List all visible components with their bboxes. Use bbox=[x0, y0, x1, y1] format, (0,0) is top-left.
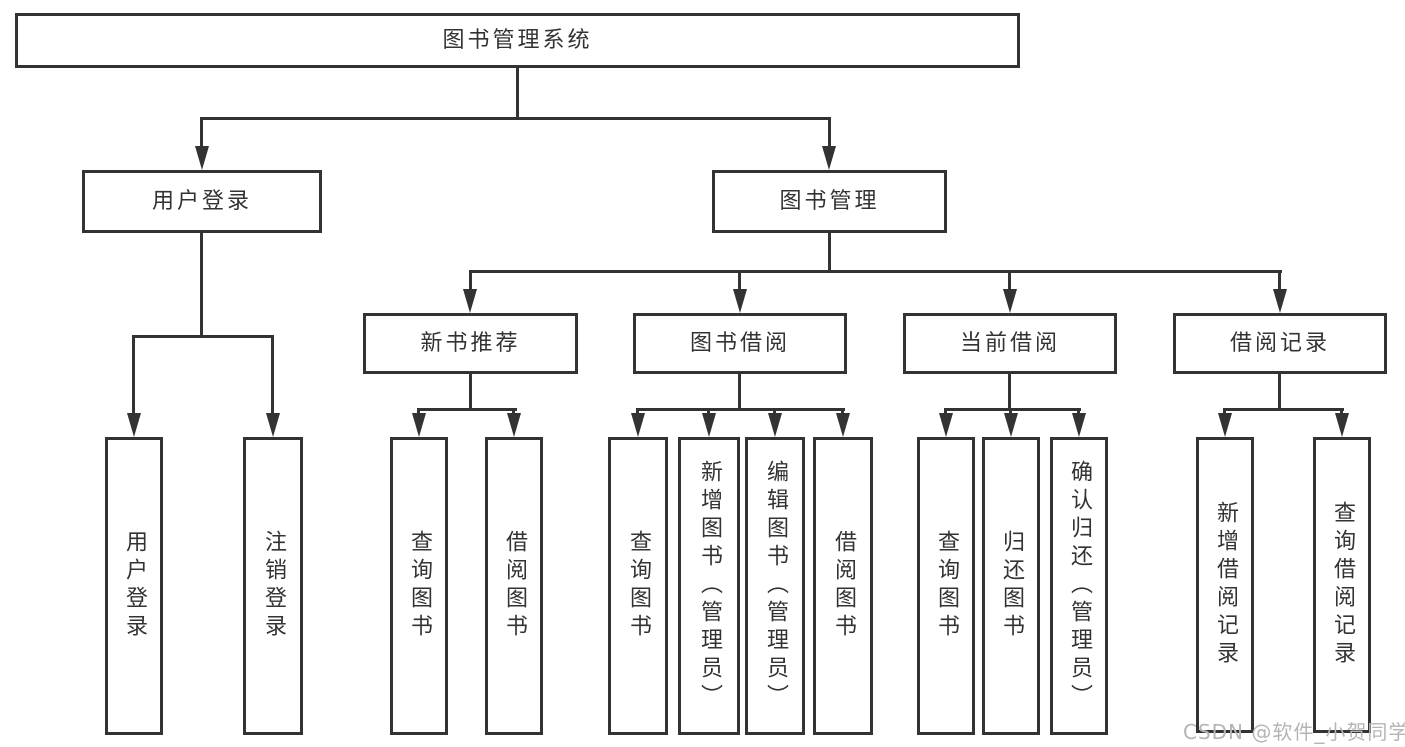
connector-line bbox=[200, 233, 203, 338]
leaf-return-book: 归还图书 bbox=[982, 437, 1040, 735]
connector-line bbox=[512, 408, 515, 417]
connector-line bbox=[1278, 374, 1281, 411]
node-label: 查询图书 bbox=[407, 530, 432, 642]
node-label: 借阅记录 bbox=[1229, 330, 1330, 356]
connector-line bbox=[1340, 408, 1343, 417]
arrowhead-icon bbox=[195, 146, 209, 170]
arrowhead-icon bbox=[702, 413, 716, 437]
arrowhead-icon bbox=[266, 413, 280, 437]
leaf-confirm-return-admin: 确认归还（管理员） bbox=[1050, 437, 1108, 735]
leaf-logout: 注销登录 bbox=[243, 437, 303, 735]
arrowhead-icon bbox=[1004, 413, 1018, 437]
arrowhead-icon bbox=[822, 146, 836, 170]
arrowhead-icon bbox=[733, 289, 747, 313]
connector-line bbox=[773, 408, 776, 417]
connector-line bbox=[132, 335, 135, 415]
connector-line bbox=[944, 408, 1081, 411]
node-label: 查询图书 bbox=[626, 530, 651, 642]
watermark-text: CSDN @软件_小贺同学 bbox=[1183, 720, 1405, 744]
connector-line bbox=[469, 270, 1282, 273]
connector-line bbox=[132, 335, 274, 338]
connector-line bbox=[417, 408, 420, 417]
arrowhead-icon bbox=[463, 289, 477, 313]
node-user-login: 用户登录 bbox=[82, 170, 322, 233]
node-label: 图书管理 bbox=[779, 188, 880, 214]
arrowhead-icon bbox=[768, 413, 782, 437]
connector-line bbox=[636, 408, 639, 417]
node-label: 查询图书 bbox=[934, 530, 959, 642]
arrowhead-icon bbox=[1072, 413, 1086, 437]
leaf-query-borrow-record: 查询借阅记录 bbox=[1313, 437, 1371, 733]
node-label: 查询借阅记录 bbox=[1330, 501, 1355, 669]
node-label: 新增借阅记录 bbox=[1213, 501, 1238, 669]
node-current-borrowing: 当前借阅 bbox=[903, 313, 1117, 374]
connector-line bbox=[1077, 408, 1080, 417]
connector-line bbox=[469, 374, 472, 411]
leaf-edit-book-admin: 编辑图书（管理员） bbox=[745, 437, 805, 735]
leaf-query-books-recommendation: 查询图书 bbox=[390, 437, 448, 735]
arrowhead-icon bbox=[1335, 413, 1349, 437]
connector-line bbox=[738, 374, 741, 411]
node-label: 新增图书（管理员） bbox=[697, 460, 722, 712]
connector-line bbox=[707, 408, 710, 417]
connector-line bbox=[828, 117, 831, 148]
node-label: 归还图书 bbox=[999, 530, 1024, 642]
node-label: 确认归还（管理员） bbox=[1067, 460, 1092, 712]
node-label: 借阅图书 bbox=[831, 530, 856, 642]
node-borrowing-records: 借阅记录 bbox=[1173, 313, 1387, 374]
node-label: 用户登录 bbox=[151, 188, 252, 214]
arrowhead-icon bbox=[127, 413, 141, 437]
node-label: 图书管理系统 bbox=[442, 27, 593, 53]
arrowhead-icon bbox=[412, 413, 426, 437]
connector-line bbox=[636, 408, 845, 411]
node-label: 图书借阅 bbox=[689, 330, 790, 356]
arrowhead-icon bbox=[507, 413, 521, 437]
leaf-query-books-current: 查询图书 bbox=[917, 437, 975, 735]
arrowhead-icon bbox=[939, 413, 953, 437]
connector-line bbox=[944, 408, 947, 417]
leaf-add-borrow-record: 新增借阅记录 bbox=[1196, 437, 1254, 733]
connector-line bbox=[417, 408, 517, 411]
node-label: 注销登录 bbox=[261, 530, 286, 642]
connector-line bbox=[1008, 270, 1011, 291]
node-label: 当前借阅 bbox=[959, 330, 1060, 356]
leaf-query-books-borrowing: 查询图书 bbox=[608, 437, 668, 735]
connector-line bbox=[1278, 270, 1281, 291]
connector-line bbox=[1223, 408, 1344, 411]
node-label: 编辑图书（管理员） bbox=[763, 460, 788, 712]
connector-line bbox=[200, 117, 831, 120]
connector-line bbox=[516, 68, 519, 119]
connector-line bbox=[469, 270, 472, 291]
connector-line bbox=[738, 270, 741, 291]
leaf-user-login: 用户登录 bbox=[105, 437, 163, 735]
leaf-add-book-admin: 新增图书（管理员） bbox=[678, 437, 740, 735]
arrowhead-icon bbox=[1218, 413, 1232, 437]
arrowhead-icon bbox=[836, 413, 850, 437]
leaf-borrow-books-recommendation: 借阅图书 bbox=[485, 437, 543, 735]
connector-line bbox=[1009, 408, 1012, 417]
node-label: 新书推荐 bbox=[420, 330, 521, 356]
node-label: 借阅图书 bbox=[502, 530, 527, 642]
connector-line bbox=[200, 117, 203, 148]
arrowhead-icon bbox=[1273, 289, 1287, 313]
node-book-management: 图书管理 bbox=[712, 170, 947, 233]
connector-line bbox=[271, 335, 274, 415]
arrowhead-icon bbox=[631, 413, 645, 437]
arrowhead-icon bbox=[1003, 289, 1017, 313]
node-library-management-system: 图书管理系统 bbox=[15, 13, 1020, 68]
leaf-borrow-books-borrowing: 借阅图书 bbox=[813, 437, 873, 735]
connector-line bbox=[1223, 408, 1226, 417]
connector-line bbox=[841, 408, 844, 417]
node-new-book-recommendation: 新书推荐 bbox=[363, 313, 578, 374]
connector-line bbox=[828, 233, 831, 273]
node-book-borrowing: 图书借阅 bbox=[633, 313, 847, 374]
connector-line bbox=[1008, 374, 1011, 411]
node-label: 用户登录 bbox=[122, 530, 147, 642]
